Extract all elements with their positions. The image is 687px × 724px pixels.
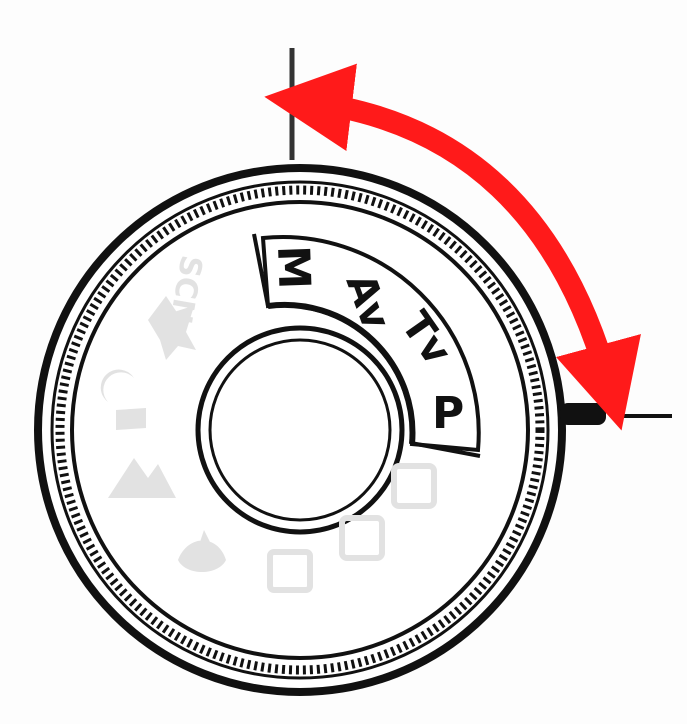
mode-label-m: M [267,245,319,291]
center-button [198,328,402,532]
dial-index-mark [560,403,672,425]
mode-label-p: P [432,388,464,439]
